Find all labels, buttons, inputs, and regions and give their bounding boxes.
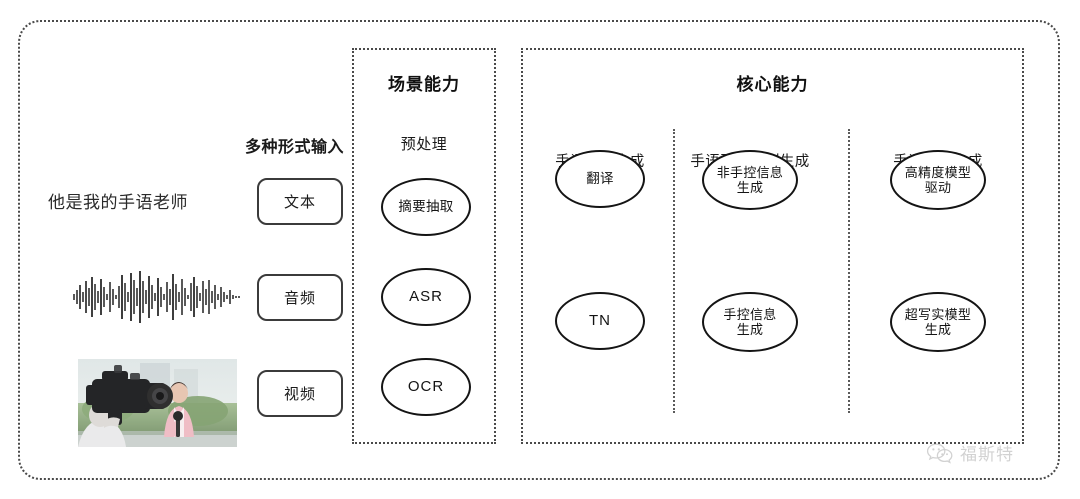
node-high-precision-model-driving[interactable]: 高精度模型驱动 <box>890 150 986 210</box>
input-panel: 多种形式输入 他是我的手语老师 <box>30 30 344 470</box>
node-tn[interactable]: TN <box>555 292 645 350</box>
node-label: 非手控信息生成 <box>716 164 784 195</box>
node-label: 翻译 <box>586 171 614 187</box>
core-column-divider <box>848 129 850 413</box>
sample-input-text: 他是我的手语老师 <box>48 193 188 212</box>
input-type-label: 文本 <box>283 194 316 211</box>
node-label: ASR <box>409 288 443 306</box>
node-label: OCR <box>407 378 445 396</box>
watermark-label: 福斯特 <box>960 445 1014 464</box>
node-non-manual-signal-generation[interactable]: 非手控信息生成 <box>702 150 798 210</box>
node-label: 摘要抽取 <box>398 199 454 215</box>
outer-dotted-frame <box>18 20 1060 480</box>
node-photorealistic-model-generation[interactable]: 超写实模型生成 <box>890 292 986 352</box>
input-type-label: 视频 <box>283 386 316 403</box>
node-label: 超写实模型生成 <box>904 306 972 337</box>
scene-capability-title: 场景能力 <box>388 75 460 94</box>
node-label: 高精度模型驱动 <box>904 164 972 195</box>
node-summary-extraction[interactable]: 摘要抽取 <box>381 178 471 236</box>
scene-capability-subtitle: 预处理 <box>400 136 448 153</box>
node-label: 手控信息生成 <box>723 306 777 337</box>
input-type-button-video[interactable]: 视频 <box>257 370 343 417</box>
node-asr[interactable]: ASR <box>381 268 471 326</box>
input-type-label: 音频 <box>283 290 316 307</box>
input-type-button-text[interactable]: 文本 <box>257 178 343 225</box>
core-column-divider <box>673 129 675 413</box>
watermark: 福斯特 <box>925 440 1014 465</box>
video-thumbnail <box>78 359 237 447</box>
audio-waveform <box>70 268 242 326</box>
input-type-button-audio[interactable]: 音频 <box>257 274 343 321</box>
input-panel-title: 多种形式输入 <box>245 139 345 156</box>
node-translation[interactable]: 翻译 <box>555 150 645 208</box>
node-label: TN <box>589 312 611 330</box>
node-ocr[interactable]: OCR <box>381 358 471 416</box>
wechat-icon <box>925 441 955 465</box>
scene-capability-box: 场景能力 预处理 摘要抽取 ASR OCR <box>352 48 496 444</box>
core-column-sign-text-generation: 手语文本生成 TN 翻译 <box>525 150 675 430</box>
node-manual-signal-generation[interactable]: 手控信息生成 <box>702 292 798 352</box>
core-capability-title: 核心能力 <box>736 75 809 94</box>
